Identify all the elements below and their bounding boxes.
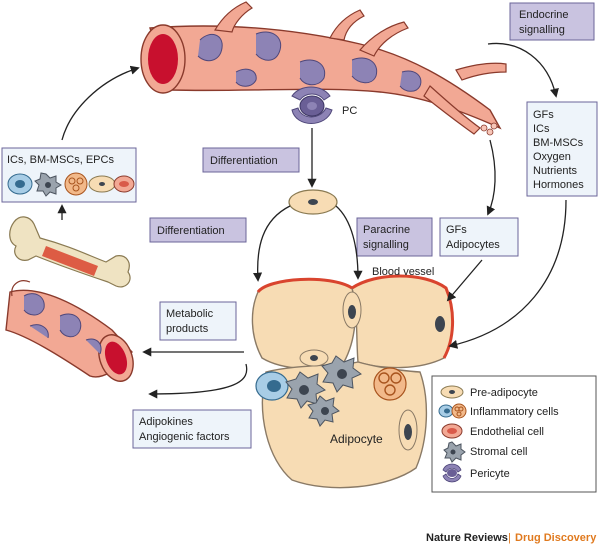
pc-label: PC [342, 105, 357, 117]
factor-ics: ICs [533, 123, 550, 135]
local-gfs: GFs [446, 224, 467, 236]
arrow-systemic-to-adipocyte [448, 199, 567, 349]
factor-hormones: Hormones [533, 179, 584, 191]
metabolic-line1: Metabolic [166, 308, 214, 320]
endocrine-signalling-box: Endocrine signalling [509, 2, 595, 41]
recruited-cells-label: ICs, BM-MSCs, EPCs [7, 154, 114, 166]
recruited-cells-box: ICs, BM-MSCs, EPCs [1, 147, 137, 203]
footer-section: Drug Discovery [515, 532, 597, 544]
paracrine-signalling-box: Paracrine signalling [356, 217, 433, 257]
legend-stromal: Stromal cell [470, 446, 527, 458]
legend-pericyte: Pericyte [470, 468, 510, 480]
legend-inflammatory: Inflammatory cells [470, 406, 559, 418]
arrow-differentiation-right [335, 205, 363, 280]
pre-adipocyte-cell [288, 189, 338, 215]
bone [9, 216, 131, 288]
footer-separator: | [508, 532, 511, 544]
differentiation-top-box: Differentiation [202, 147, 300, 173]
arrow-differentiation-left [253, 205, 291, 282]
arrow-endocrine [487, 42, 559, 98]
legend: Pre-adipocyte Inflammatory cells Endothe… [431, 375, 597, 493]
adipocyte-cluster [251, 274, 455, 489]
top-blood-vessel [140, 1, 507, 136]
endocrine-line1: Endocrine [519, 9, 569, 21]
bottom-blood-vessel [5, 280, 134, 382]
adipocyte-label: Adipocyte [330, 432, 383, 446]
factor-oxygen: Oxygen [533, 151, 571, 163]
legend-endothelial: Endothelial cell [470, 426, 544, 438]
adipokines-box: Adipokines Angiogenic factors [132, 409, 252, 449]
blood-vessel-label: Blood vessel [372, 266, 434, 278]
legend-pre-adipocyte: Pre-adipocyte [470, 387, 538, 399]
arrow-recruitment [61, 65, 140, 141]
svg-text:signalling: signalling [519, 24, 565, 36]
footer-journal: Nature Reviews [426, 532, 508, 544]
paracrine-line2: signalling [363, 239, 409, 251]
systemic-factors-box: GFs ICs BM-MSCs Oxygen Nutrients Hormone… [526, 101, 598, 197]
metabolic-line2: products [166, 323, 209, 335]
factor-bm-mscs: BM-MSCs [533, 137, 584, 149]
factor-nutrients: Nutrients [533, 165, 578, 177]
pericyte-pc [291, 86, 333, 124]
footer: Nature Reviews | Drug Discovery [426, 532, 597, 544]
local-factors-box: GFs Adipocytes [439, 217, 519, 257]
adipokines-line1: Adipokines [139, 416, 193, 428]
differentiation-left-label: Differentiation [157, 225, 225, 237]
arrow-local-to-adipocyte [446, 259, 483, 302]
factor-gfs: GFs [533, 109, 554, 121]
metabolic-products-box: Metabolic products [159, 301, 237, 341]
svg-text:Endocrine: Endocrine [519, 9, 569, 21]
arrow-vessel-to-local [486, 139, 496, 216]
paracrine-line1: Paracrine [363, 224, 410, 236]
adipokines-line2: Angiogenic factors [139, 431, 230, 443]
endocrine-line2: signalling [519, 24, 565, 36]
differentiation-top-label: Differentiation [210, 155, 278, 167]
arrow-adipokines-out [148, 363, 248, 399]
differentiation-left-box: Differentiation [149, 217, 247, 243]
arrows [57, 42, 567, 399]
local-adipocytes: Adipocytes [446, 239, 500, 251]
